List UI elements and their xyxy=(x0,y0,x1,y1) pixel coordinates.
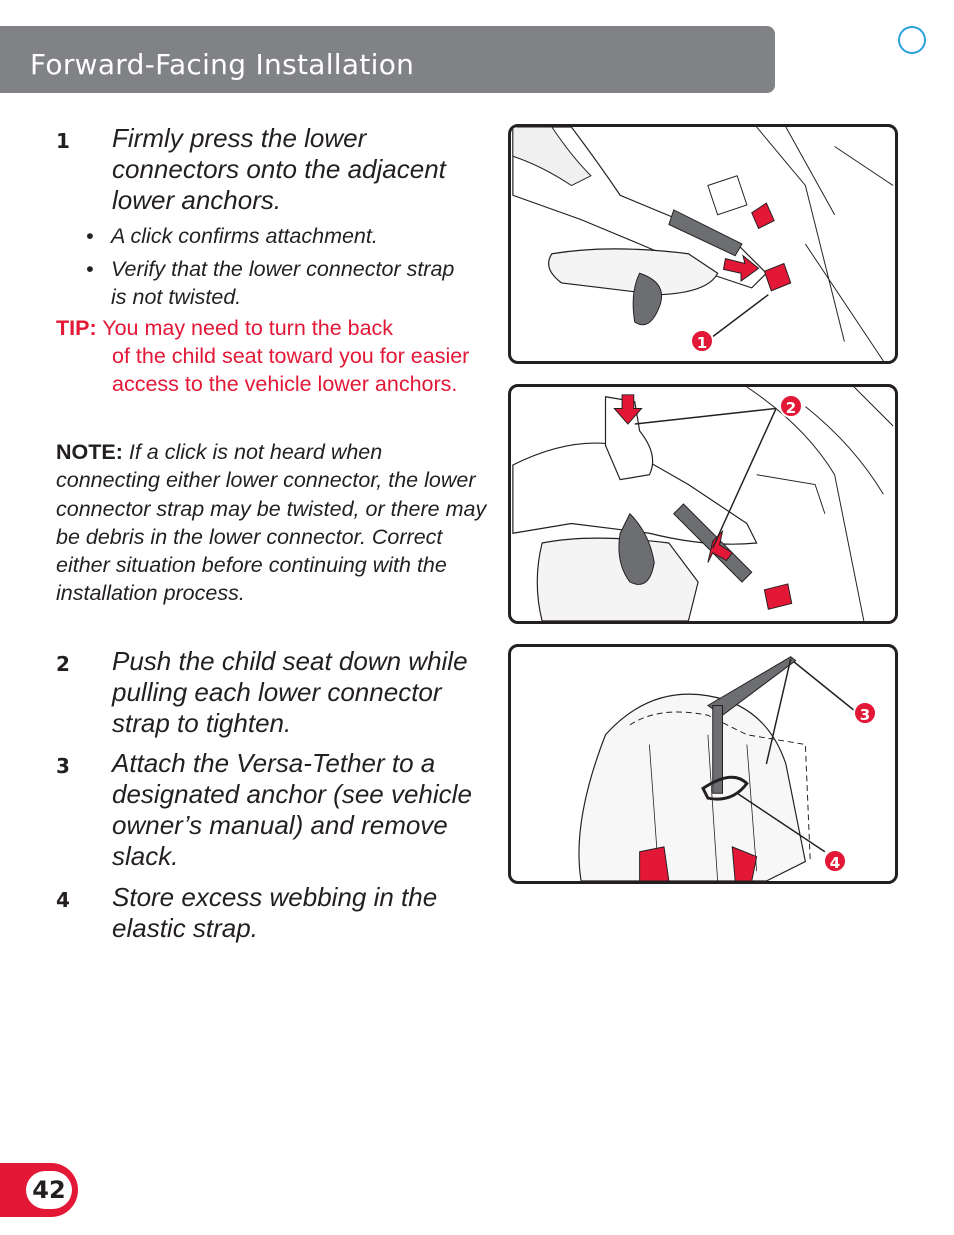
illustration-drawing xyxy=(512,387,894,621)
illustration-drawing xyxy=(512,127,894,361)
step-3: 3 Attach the Versa-Tether to a designate… xyxy=(56,748,496,873)
step-text: Push the child seat down while pulling e… xyxy=(112,646,468,738)
callout-2-badge: 2 xyxy=(779,394,803,418)
step-4: 4 Store excess webbing in the elastic st… xyxy=(56,882,496,946)
bullet-text: Verify that the lower connector strap is… xyxy=(111,257,455,309)
illustration-drawing xyxy=(578,656,855,881)
bullet-dot-icon: • xyxy=(86,224,94,248)
step-text: Attach the Versa-Tether to a designated … xyxy=(112,748,472,871)
step-2: 2 Push the child seat down while pulling… xyxy=(56,646,496,741)
tip-block: TIP: You may need to turn the back of th… xyxy=(56,314,486,398)
step-number: 1 xyxy=(56,129,70,153)
note-block: NOTE: If a click is not heard when conne… xyxy=(56,438,488,608)
bullet-item: • Verify that the lower connector strap … xyxy=(86,255,476,311)
step-1: 1 Firmly press the lower connectors onto… xyxy=(56,123,496,218)
note-text: If a click is not heard when connecting … xyxy=(56,440,487,606)
tip-label: TIP: xyxy=(56,316,97,340)
callout-4-badge: 4 xyxy=(823,849,847,873)
note-label: NOTE: xyxy=(56,440,123,464)
bullet-dot-icon: • xyxy=(86,257,94,281)
tip-first-line: You may need to turn the back xyxy=(102,316,394,340)
bullet-text: A click confirms attachment. xyxy=(111,224,378,248)
bullet-item: • A click confirms attachment. xyxy=(86,222,476,250)
step-number: 2 xyxy=(56,652,70,676)
corner-circle-icon xyxy=(898,26,926,54)
step-text: Firmly press the lower connectors onto t… xyxy=(112,123,446,215)
page-title: Forward-Facing Installation xyxy=(30,48,415,81)
illustration-versa-tether: 3 4 xyxy=(508,644,898,884)
step-number: 4 xyxy=(56,888,70,912)
illustration-tighten-strap: 2 xyxy=(508,384,898,624)
callout-1-badge: 1 xyxy=(690,329,714,353)
callout-3-badge: 3 xyxy=(853,701,877,725)
tip-body: of the child seat toward you for easier … xyxy=(112,344,470,396)
step-text: Store excess webbing in the elastic stra… xyxy=(112,882,438,943)
page-number-badge xyxy=(26,1171,72,1209)
header-bar xyxy=(0,26,775,93)
illustration-lower-connector-attach: 1 xyxy=(508,124,898,364)
step-number: 3 xyxy=(56,754,70,778)
page-number: 42 xyxy=(32,1176,66,1204)
